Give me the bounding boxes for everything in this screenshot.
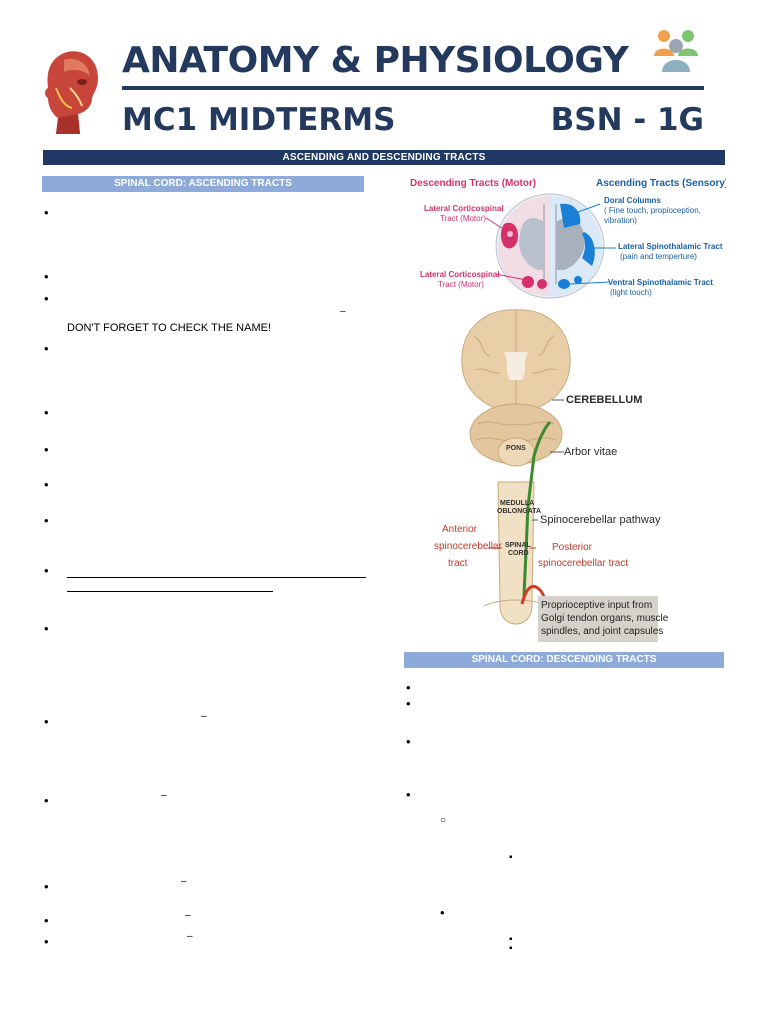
bullet-marker: • [44, 934, 49, 949]
bullet-marker: • [44, 879, 49, 894]
section-banner: ASCENDING AND DESCENDING TRACTS [43, 150, 725, 165]
descending-tracts-label: Descending Tracts (Motor) [410, 178, 537, 189]
page-subtitle: MC1 MIDTERMS [122, 102, 396, 138]
bullet-marker: • [44, 442, 49, 457]
medulla-label: MEDULLA [500, 500, 535, 507]
dash-marker: – [161, 790, 167, 801]
bullet-marker: • [44, 793, 49, 808]
bullet-marker: • [44, 714, 49, 729]
square-bullet-marker: ▪ [509, 934, 513, 945]
bullet-marker: • [44, 205, 49, 220]
proprioceptive-label: spindles, and joint capsules [541, 626, 664, 637]
anterior-tract-label: Anterior [442, 524, 478, 535]
dorsal-columns-label: Doral Columns [604, 196, 661, 205]
bullet-marker: • [406, 696, 411, 711]
lateral-spinothalamic-sub: (pain and temperture) [620, 252, 697, 261]
ascending-tracts-label: Ascending Tracts (Sensory) [596, 178, 726, 189]
bullet-marker: • [406, 680, 411, 695]
dorsal-columns-sub: ( Fine touch, propioception, [604, 206, 701, 215]
spinal-cord-label: SPINAL [505, 542, 531, 549]
anatomy-head-icon [42, 48, 104, 136]
page-title: ANATOMY & PHYSIOLOGY [122, 40, 629, 81]
pons-label: PONS [506, 445, 526, 452]
dash-marker: – [340, 306, 346, 317]
spinocerebellar-pathway-label: Spinocerebellar pathway [540, 514, 661, 526]
title-rule [122, 86, 704, 90]
check-name-note: DON'T FORGET TO CHECK THE NAME! [67, 322, 271, 334]
proprioceptive-label: Proprioceptive input from [541, 600, 653, 611]
medulla-label: OBLONGATA [497, 508, 542, 515]
blank-line [67, 591, 273, 592]
square-bullet-marker: ▪ [509, 943, 513, 954]
hollow-bullet-marker: ○ [440, 815, 447, 826]
bullet-marker: • [44, 563, 49, 578]
bullet-marker: • [44, 341, 49, 356]
bullet-marker: • [406, 787, 411, 802]
people-group-icon [652, 26, 700, 74]
anterior-tract-label: spinocerebellar [434, 541, 502, 552]
lateral-corticospinal-sub: Tract (Motor) [440, 214, 486, 223]
anterior-tract-label: tract [448, 558, 468, 569]
ventral-spinothalamic-sub: (light touch) [610, 288, 652, 297]
proprioceptive-label: Golgi tendon organs, muscle [541, 613, 669, 624]
ventral-spinothalamic-label: Ventral Spinothalamic Tract [608, 278, 713, 287]
section-label: BSN - 1G [550, 102, 704, 138]
bullet-marker: • [44, 513, 49, 528]
dash-marker: – [181, 876, 187, 887]
dorsal-columns-sub: vibration) [604, 216, 637, 225]
bullet-marker: • [440, 905, 445, 920]
lateral-corticospinal-sub: Tract (Motor) [438, 280, 484, 289]
spinocerebellar-pathway-figure: CEREBELLUM Arbor vitae PONS MEDULLA OBLO… [404, 306, 726, 644]
posterior-tract-label: Posterior [552, 542, 593, 553]
tracts-cross-section-figure: Descending Tracts (Motor) Ascending Trac… [404, 174, 726, 306]
dash-marker: – [185, 910, 191, 921]
bullet-marker: • [44, 291, 49, 306]
descending-tracts-heading: SPINAL CORD: DESCENDING TRACTS [404, 652, 724, 668]
bullet-marker: • [44, 405, 49, 420]
arbor-vitae-label: Arbor vitae [564, 446, 618, 458]
dash-marker: – [187, 931, 193, 942]
square-bullet-marker: ▪ [509, 852, 513, 863]
posterior-tract-label: spinocerebellar tract [538, 558, 629, 569]
cerebellum-label: CEREBELLUM [566, 394, 643, 406]
bullet-marker: • [406, 734, 411, 749]
spinal-cord-label: CORD [508, 550, 529, 557]
lateral-corticospinal-label: Lateral Corticospinal [424, 204, 504, 213]
blank-line [67, 577, 366, 578]
bullet-marker: • [44, 477, 49, 492]
lateral-corticospinal-label: Lateral Corticospinal [420, 270, 500, 279]
lateral-spinothalamic-label: Lateral Spinothalamic Tract [618, 242, 723, 251]
dash-marker: – [201, 711, 207, 722]
bullet-marker: • [44, 621, 49, 636]
bullet-marker: • [44, 269, 49, 284]
bullet-marker: • [44, 913, 49, 928]
ascending-tracts-heading: SPINAL CORD: ASCENDING TRACTS [42, 176, 364, 192]
